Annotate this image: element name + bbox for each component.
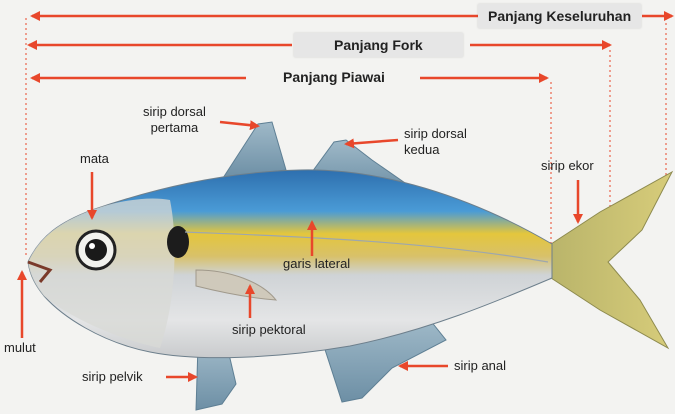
opercular-spot bbox=[167, 226, 189, 258]
caudal-fin-shape bbox=[548, 172, 672, 348]
first-dorsal-fin-shape bbox=[223, 122, 286, 178]
anal-fin-label: sirip anal bbox=[454, 358, 506, 374]
fork-length-label: Panjang Fork bbox=[294, 33, 463, 57]
lateral-line-label: garis lateral bbox=[283, 256, 350, 272]
mouth-label: mulut bbox=[4, 340, 36, 356]
caudal-fin-label: sirip ekor bbox=[541, 158, 594, 174]
second-dorsal-fin-label: sirip dorsal kedua bbox=[404, 126, 467, 158]
first-dorsal-fin-label: sirip dorsal pertama bbox=[143, 104, 206, 136]
pelvic-fin-label: sirip pelvik bbox=[82, 369, 143, 385]
standard-length-label: Panjang Piawai bbox=[283, 69, 385, 85]
head-shape bbox=[28, 198, 175, 348]
eye-label: mata bbox=[80, 151, 109, 167]
total-length-label: Panjang Keseluruhan bbox=[478, 4, 641, 28]
pectoral-fin-label: sirip pektoral bbox=[232, 322, 306, 338]
